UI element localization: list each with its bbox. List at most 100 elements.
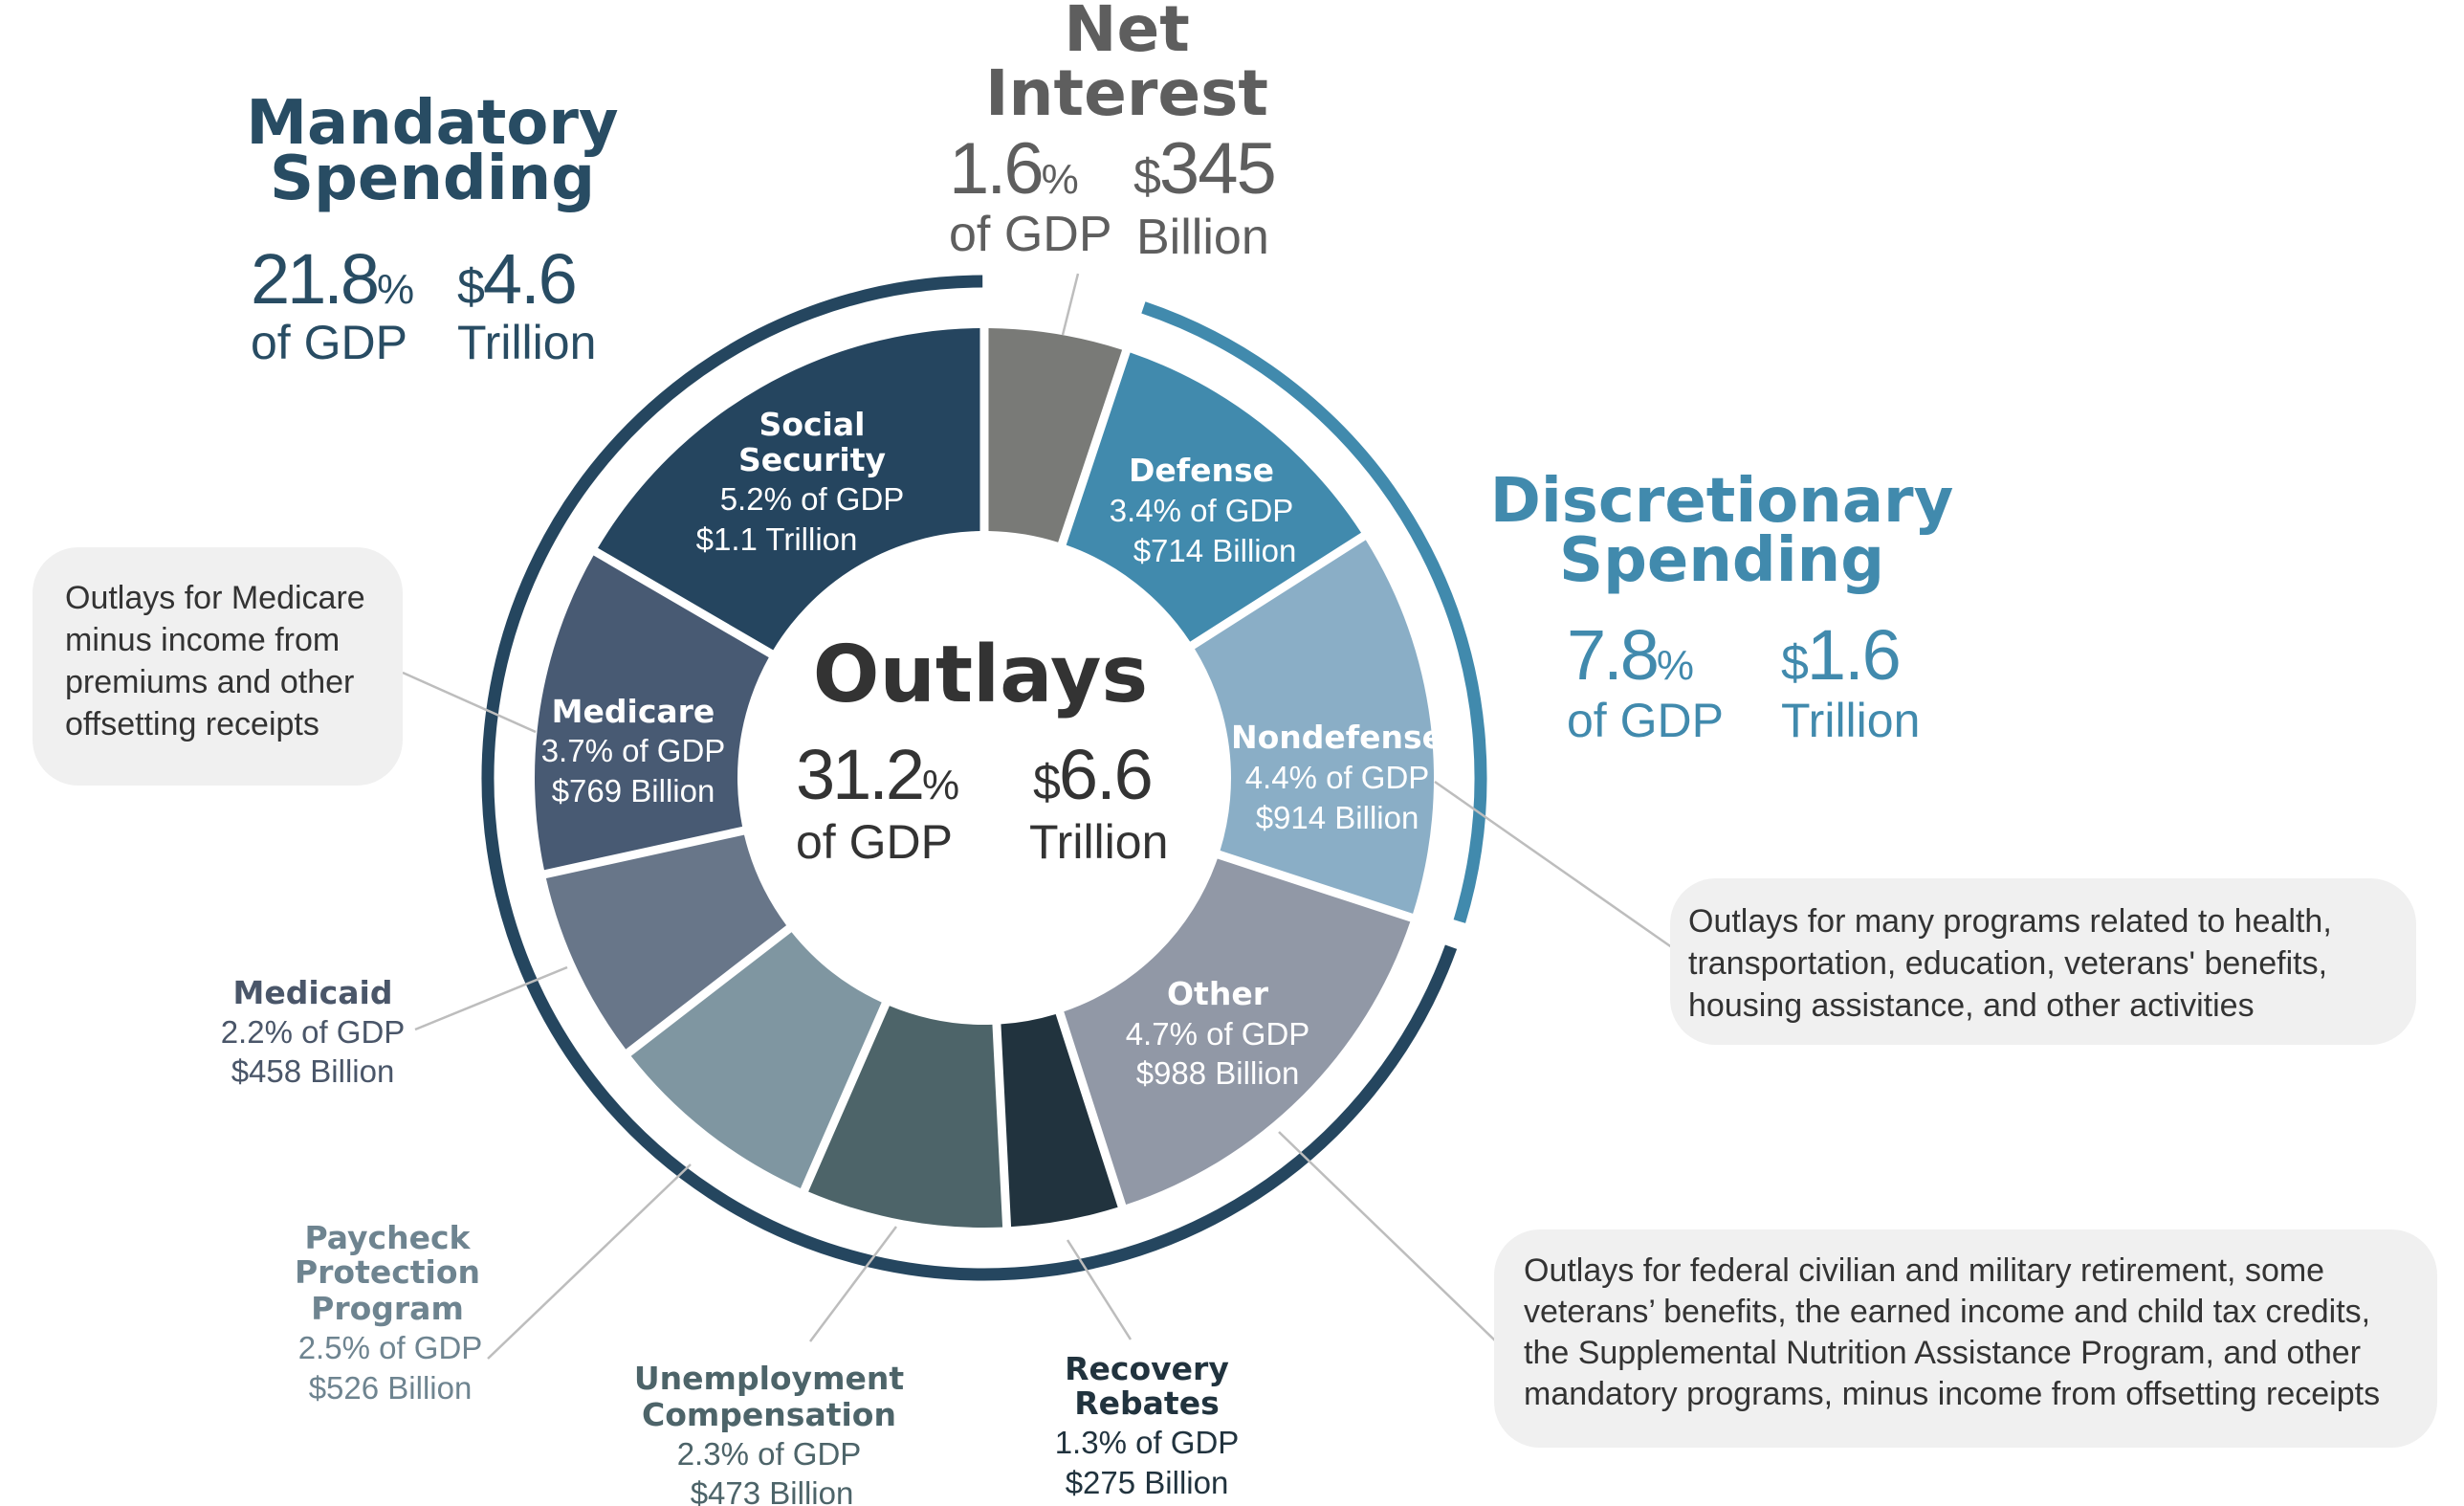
slice-paycheck-protection-program: [630, 932, 882, 1188]
label-ppp: Paycheck Protection Program 2.5% of GDP …: [295, 1219, 482, 1406]
label-amount: $714 Billion: [1133, 533, 1297, 568]
discretionary-pct-label: of GDP: [1567, 694, 1724, 747]
center-title: Outlays: [813, 630, 1148, 720]
leader-ppp: [487, 1163, 692, 1360]
mandatory-header: Mandatory Spending 21.8% of GDP $4.6 Tri…: [246, 88, 618, 369]
callout-line: Outlays for federal civilian and militar…: [1524, 1252, 2325, 1289]
center-amount: $6.6: [1033, 735, 1152, 814]
discretionary-pct: 7.8%: [1567, 615, 1693, 695]
leader-medicaid: [414, 965, 568, 1031]
label-pct: 5.2% of GDP: [720, 481, 905, 517]
label-amount: $914 Billion: [1256, 800, 1419, 835]
label-nondefense: Nondefense 4.4% of GDP $914 Billion: [1231, 719, 1443, 835]
mandatory-pct: 21.8%: [251, 239, 413, 319]
label-pct: 2.5% of GDP: [298, 1330, 483, 1365]
label-title: Protection: [295, 1253, 480, 1291]
net-interest-amount: $345: [1133, 128, 1275, 210]
label-title: Compensation: [642, 1396, 896, 1433]
label-title: Security: [738, 441, 886, 478]
net-interest-amount-label: Billion: [1136, 210, 1269, 265]
callout-line: Outlays for many programs related to hea…: [1688, 903, 2332, 940]
label-amount: $988 Billion: [1136, 1055, 1300, 1091]
label-title: Program: [311, 1290, 464, 1327]
callout-medicare: Outlays for Medicare minus income from p…: [33, 547, 403, 786]
mandatory-arc: [481, 275, 1458, 1281]
slice-recovery-rebates: [1001, 1013, 1118, 1228]
callout-line: transportation, education, veterans' ben…: [1688, 945, 2328, 982]
discretionary-arc: [1141, 301, 1487, 923]
label-pct: 3.7% of GDP: [541, 733, 726, 768]
leader-unemployment: [809, 1226, 897, 1342]
slice-medicare: [534, 555, 769, 871]
label-amount: $473 Billion: [691, 1475, 854, 1506]
label-title: Recovery: [1065, 1350, 1229, 1387]
net-interest-pct-label: of GDP: [949, 207, 1112, 262]
label-medicaid: Medicaid 2.2% of GDP $458 Billion: [221, 974, 406, 1089]
slice-unemployment-compensation: [808, 1006, 1003, 1228]
net-interest-header: Net Interest 1.6% of GDP $345 Billion: [949, 0, 1277, 265]
callout-line: minus income from: [65, 622, 341, 658]
label-recovery-rebates: Recovery Rebates 1.3% of GDP $275 Billio…: [1055, 1350, 1240, 1500]
label-pct: 3.4% of GDP: [1110, 493, 1294, 528]
leader-other: [1278, 1131, 1498, 1343]
slice-defense: [1066, 352, 1361, 642]
center-amount-label: Trillion: [1029, 815, 1168, 869]
slice-social-security: [598, 328, 980, 651]
label-medicare: Medicare 3.7% of GDP $769 Billion: [541, 693, 726, 808]
label-pct: 2.2% of GDP: [221, 1014, 406, 1050]
slice-nondefense: [1194, 540, 1434, 914]
leader-nondefense: [1434, 780, 1677, 952]
discretionary-amount: $1.6: [1781, 615, 1900, 695]
callout-other: Outlays for federal civilian and militar…: [1494, 1229, 2437, 1448]
net-interest-pct: 1.6%: [949, 128, 1078, 210]
center-summary: Outlays 31.2% of GDP $6.6 Trillion: [796, 630, 1168, 869]
label-pct: 1.3% of GDP: [1055, 1425, 1240, 1460]
label-pct: 2.3% of GDP: [677, 1436, 862, 1472]
center-pct: 31.2%: [796, 735, 958, 814]
label-unemployment: Unemployment Compensation 2.3% of GDP $4…: [634, 1360, 904, 1506]
slice-medicaid: [545, 834, 787, 1050]
label-title: Nondefense: [1231, 719, 1443, 756]
label-pct: 4.4% of GDP: [1245, 760, 1430, 795]
callout-line: the Supplemental Nutrition Assistance Pr…: [1524, 1335, 2362, 1371]
leader-medicare: [402, 671, 537, 734]
group-arcs: [481, 275, 1487, 1281]
discretionary-title-line1: Discretionary: [1490, 466, 1954, 537]
callout-line: veterans’ benefits, the earned income an…: [1524, 1294, 2371, 1330]
label-title: Paycheck: [304, 1219, 471, 1256]
label-amount: $1.1 Trillion: [696, 521, 858, 557]
callout-line: Outlays for Medicare: [65, 580, 365, 616]
leader-net-interest: [1061, 273, 1080, 336]
label-title: Other: [1167, 975, 1269, 1012]
donut-slices: [534, 328, 1434, 1228]
discretionary-header: Discretionary Spending 7.8% of GDP $1.6 …: [1490, 466, 1954, 747]
label-social-security: Social Security 5.2% of GDP $1.1 Trillio…: [696, 406, 905, 557]
mandatory-amount-label: Trillion: [457, 316, 596, 369]
callout-line: premiums and other: [65, 664, 355, 700]
leader-recovery: [1066, 1239, 1133, 1340]
mandatory-title-line1: Mandatory: [246, 88, 618, 159]
label-pct: 4.7% of GDP: [1126, 1016, 1310, 1052]
callout-line: offsetting receipts: [65, 706, 319, 742]
label-amount: $526 Billion: [309, 1370, 473, 1406]
label-title: Defense: [1129, 452, 1274, 489]
label-defense: Defense 3.4% of GDP $714 Billion: [1110, 452, 1297, 568]
discretionary-amount-label: Trillion: [1781, 694, 1920, 747]
label-title: Rebates: [1074, 1384, 1219, 1422]
leader-lines: [402, 273, 1677, 1360]
discretionary-title-line2: Spending: [1559, 525, 1884, 596]
mandatory-amount: $4.6: [457, 239, 576, 319]
label-other: Other 4.7% of GDP $988 Billion: [1126, 975, 1310, 1091]
net-interest-title-line2: Interest: [985, 56, 1268, 130]
slice-other: [1064, 858, 1411, 1206]
label-title: Medicare: [552, 693, 715, 730]
callout-line: mandatory programs, minus income from of…: [1524, 1376, 2381, 1412]
slice-net-interest: [988, 328, 1123, 543]
label-title: Social: [759, 406, 866, 443]
mandatory-title-line2: Spending: [270, 144, 595, 214]
center-pct-label: of GDP: [796, 815, 953, 869]
label-title: Unemployment: [634, 1360, 904, 1397]
label-amount: $769 Billion: [552, 773, 715, 808]
label-amount: $458 Billion: [231, 1053, 395, 1089]
